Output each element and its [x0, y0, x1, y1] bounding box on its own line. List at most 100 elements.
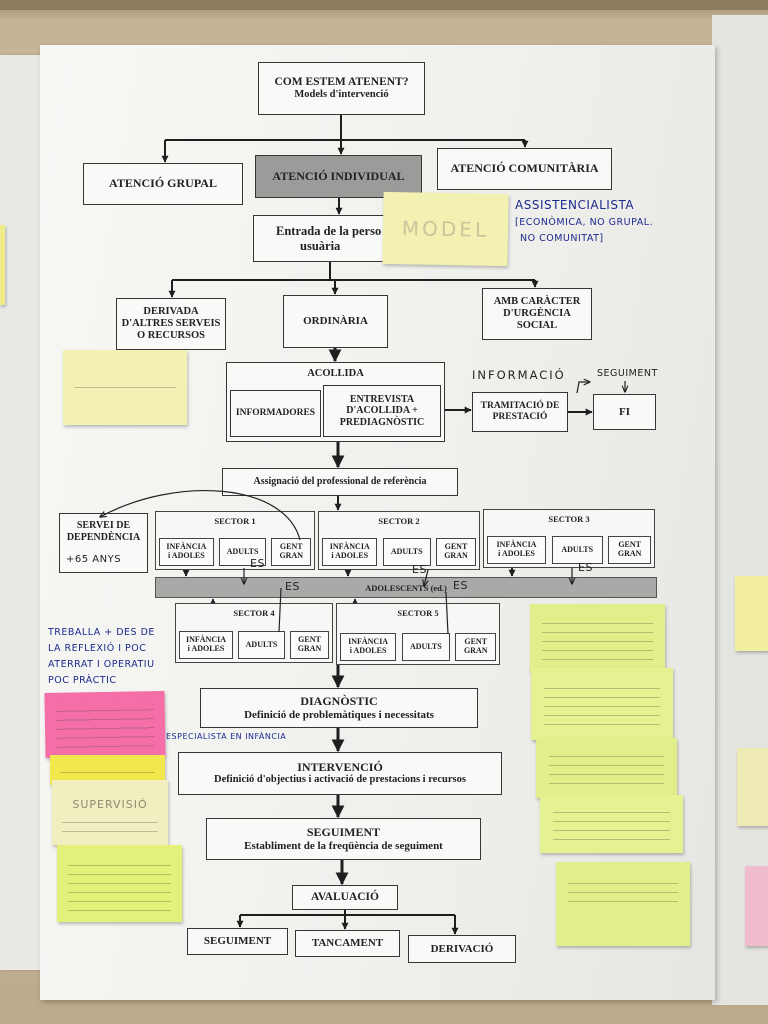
group-adults: ADULTS [551, 536, 603, 564]
sticky-note-green [530, 604, 665, 672]
group-infancia: INFÀNCIA i ADOLES [159, 538, 214, 566]
route-referred-box: DERIVADA D'ALTRES SERVEIS O RECURSOS [116, 298, 226, 350]
adjacent-poster-left [0, 55, 47, 970]
sticky-note-green [531, 668, 673, 740]
handwritten-over-65: +65 ANYS [66, 554, 122, 565]
outcome-closure-box: TANCAMENT [295, 930, 400, 957]
handwritten-reflection-note: TREBALLA + DES DE LA REFLEXIÓ I POC ATER… [48, 627, 155, 686]
sector-5: SECTOR 5 INFÀNCIA i ADOLES ADULTS GENT G… [336, 603, 500, 665]
outcome-referral-box: DERIVACIÓ [408, 935, 516, 963]
sticky-note-edge [737, 748, 768, 826]
adjacent-poster-right [712, 15, 768, 1005]
followup-box: SEGUIMENT Establiment de la freqüència d… [206, 818, 481, 860]
handwritten-scribble [568, 875, 678, 904]
handwritten-scribble [548, 747, 665, 790]
sector-label: SECTOR 4 [233, 608, 275, 618]
tramitacio-box: TRAMITACIÓ DE PRESTACIÓ [472, 392, 568, 432]
sector-label: SECTOR 2 [378, 516, 420, 526]
route-urgent-box: AMB CARÀCTER D'URGÈNCIA SOCIAL [482, 288, 592, 340]
sector-2: SECTOR 2 INFÀNCIA i ADOLES ADULTS GENT G… [318, 511, 480, 570]
acollida-title: ACOLLIDA [307, 368, 364, 379]
sector-groups: INFÀNCIA i ADOLES ADULTS GENT GRAN [322, 538, 476, 566]
handwritten-es-mark: ES [453, 579, 468, 592]
sticky-note-green [540, 795, 683, 853]
handwritten-scribble [74, 378, 176, 395]
handwritten-specialist-note: ESPECIALISTA EN INFÀNCIA [166, 732, 287, 741]
sticky-note-edge [745, 866, 768, 946]
entry-box: Entrada de la perso usuària [253, 215, 400, 262]
entrevista-box: ENTREVISTA D'ACOLLIDA + PREDIAGNÒSTIC [323, 385, 441, 437]
handwritten-assistencialista-detail: [ECONÒMICA, NO GRUPAL. [515, 217, 654, 228]
sticky-note-green [536, 738, 677, 798]
step-description: Definició d'objectius i activació de pre… [214, 774, 466, 786]
group-gent-gran: GENT GRAN [608, 536, 651, 564]
handwritten-assistencialista: ASSISTENCIALISTA [515, 198, 635, 212]
handwritten-scribble [62, 813, 158, 838]
step-title: INTERVENCIÓ [297, 759, 383, 774]
poster-subtitle: Models d'intervenció [294, 89, 389, 101]
attention-group-box: ATENCIÓ GRUPAL [83, 163, 243, 205]
informadores-box: INFORMADORES [230, 390, 321, 437]
sticky-note-yellow [63, 350, 187, 425]
step-description: Definició de problemàtiques i necessitat… [244, 708, 434, 721]
handwritten-informacio: INFORMACIÓ [472, 368, 566, 382]
step-title: DIAGNÒSTIC [300, 693, 378, 708]
group-gent-gran: GENT GRAN [271, 538, 311, 566]
handwritten-scribble [543, 679, 661, 730]
outcome-followup-box: SEGUIMENT [187, 928, 288, 955]
group-adults: ADULTS [382, 538, 431, 566]
hand-line [445, 591, 449, 635]
handwritten-es-mark: ES [578, 561, 593, 574]
group-infancia: INFÀNCIA i ADOLES [179, 631, 233, 659]
sector-label: SECTOR 1 [214, 516, 256, 526]
step-title: SEGUIMENT [306, 824, 381, 839]
sector-groups: INFÀNCIA i ADOLES ADULTS GENT GRAN [159, 538, 311, 566]
sector-label: SECTOR 3 [548, 514, 590, 524]
sector-4: SECTOR 4 INFÀNCIA i ADOLES ADULTS GENT G… [175, 603, 333, 663]
route-ordinary-box: ORDINÀRIA [283, 295, 388, 348]
group-gent-gran: GENT GRAN [435, 538, 476, 566]
sector-groups: INFÀNCIA i ADOLES ADULTS GENT GRAN [487, 536, 651, 564]
wall-top-edge [0, 0, 768, 10]
diagnostic-box: DIAGNÒSTIC Definició de problemàtiques i… [200, 688, 478, 728]
step-description: Establiment de la freqüència de seguimen… [244, 839, 443, 852]
handwritten-assistencialista-detail: NO COMUNITAT] [520, 233, 604, 244]
poster-title-box: COM ESTEM ATENENT? Models d'intervenció [258, 62, 425, 115]
sticky-note-text: SUPERVISIÓ [72, 798, 148, 811]
handwritten-scribble [552, 804, 671, 845]
sector-groups: INFÀNCIA i ADOLES ADULTS GENT GRAN [179, 631, 329, 659]
sticky-note-green [57, 845, 182, 922]
group-gent-gran: GENT GRAN [290, 631, 329, 659]
entry-line-1: Entrada de la perso [276, 224, 382, 239]
sector-1: SECTOR 1 INFÀNCIA i ADOLES ADULTS GENT G… [155, 511, 315, 570]
curved-arrow [100, 489, 301, 541]
handwritten-es-mark: ES [250, 557, 265, 570]
intervention-box: INTERVENCIÓ Definició d'objectius i acti… [178, 752, 502, 795]
sector-groups: INFÀNCIA i ADOLES ADULTS GENT GRAN [340, 633, 496, 661]
sticky-note-edge [735, 576, 768, 651]
handwritten-es-mark: ES [412, 563, 427, 576]
entry-line-2: usuària [300, 238, 341, 253]
sticky-note-edge [0, 225, 5, 305]
handwritten-seguiment: SEGUIMENT [597, 368, 658, 379]
handwritten-scribble [60, 764, 155, 776]
attention-community-box: ATENCIÓ COMUNITÀRIA [437, 148, 612, 190]
group-adults: ADULTS [238, 631, 285, 659]
dependency-service-label: SERVEI DE DEPENDÈNCIA [66, 520, 141, 543]
hand-arrow [424, 569, 428, 586]
sticky-note-supervision: SUPERVISIÓ [52, 780, 168, 845]
evaluation-box: AVALUACIÓ [292, 885, 398, 910]
fi-box: FI [593, 394, 656, 430]
group-infancia: INFÀNCIA i ADOLES [322, 538, 378, 566]
hand-arrow [576, 382, 590, 394]
handwritten-scribble [68, 857, 171, 912]
handwritten-es-mark: ES [285, 580, 300, 593]
handwritten-scribble [542, 614, 653, 663]
hand-line [278, 587, 282, 633]
sector-label: SECTOR 5 [397, 608, 439, 618]
acollida-section: ACOLLIDA INFORMADORES ENTREVISTA D'ACOLL… [226, 362, 445, 442]
group-infancia: INFÀNCIA i ADOLES [340, 633, 397, 661]
group-adults: ADULTS [219, 538, 267, 566]
